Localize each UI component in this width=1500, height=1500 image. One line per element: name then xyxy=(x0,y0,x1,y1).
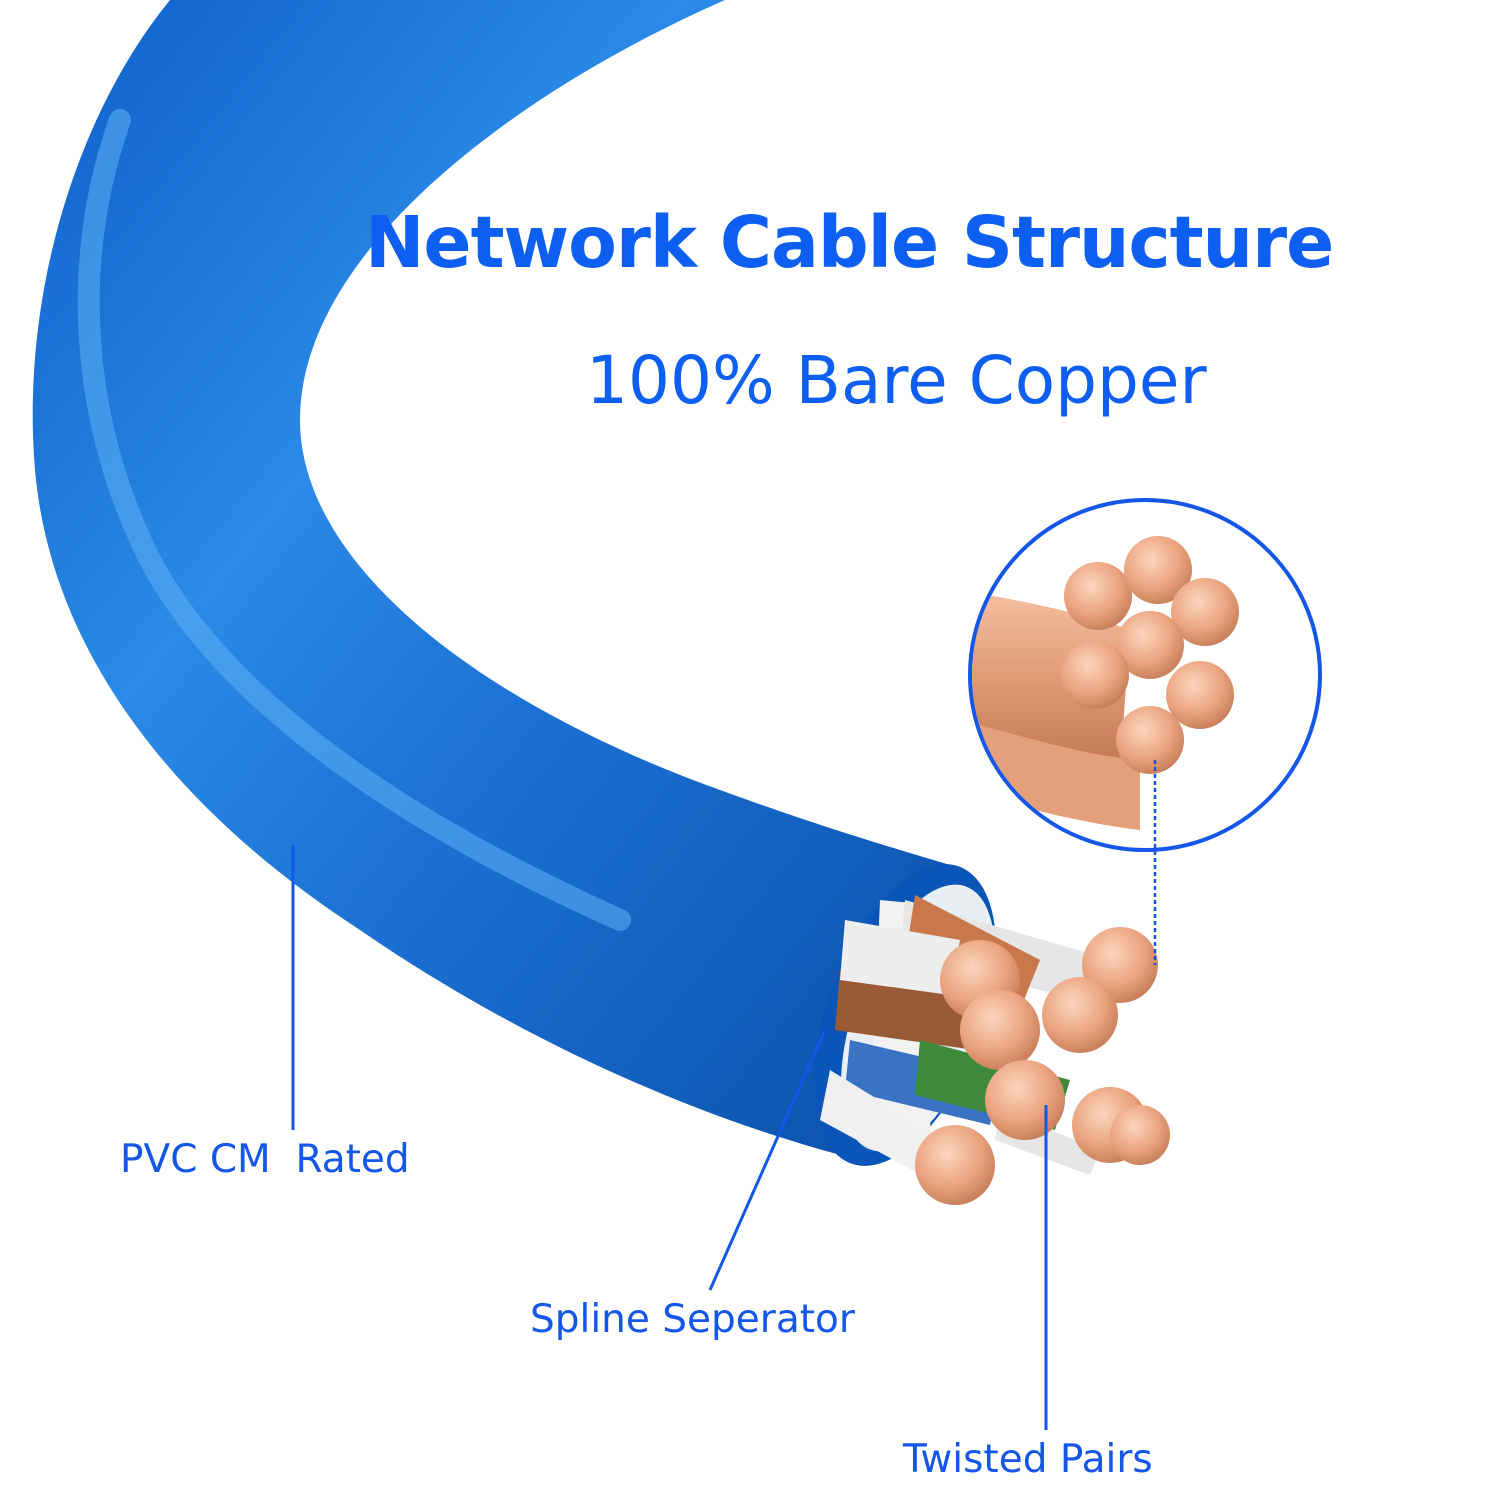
jacket-label: PVC CM Rated xyxy=(120,1137,410,1182)
spline-label: Spline Seperator xyxy=(530,1297,855,1342)
copper-zoom-circle xyxy=(968,498,1322,852)
callout-lines xyxy=(291,760,1157,1430)
page-title: Network Cable Structure xyxy=(365,201,1334,284)
twisted-pairs xyxy=(820,895,1170,1205)
page-subtitle: 100% Bare Copper xyxy=(586,342,1207,419)
twisted-pairs-label: Twisted Pairs xyxy=(903,1437,1153,1482)
